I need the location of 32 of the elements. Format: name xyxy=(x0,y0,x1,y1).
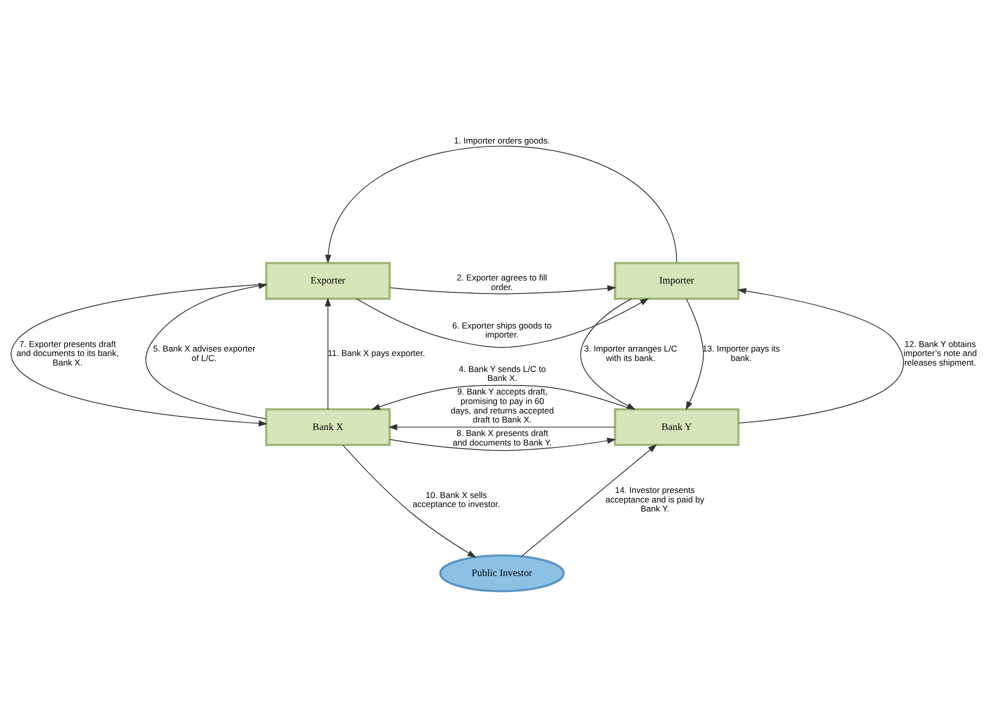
edge-label: 9. Bank Y accepts draft, promising to pay in 60 days, and returns accepted draft to Bank X. xyxy=(450,386,554,424)
arrow xyxy=(145,282,268,419)
arrow xyxy=(389,437,616,450)
edge-label: 5. Bank X advises exporter of L/C. xyxy=(153,343,256,362)
edge-label: 1. Importer orders goods. xyxy=(454,135,550,146)
node-box: Exporter xyxy=(265,262,391,300)
arrow xyxy=(737,287,904,424)
edge-label: 4. Bank Y sends L/C to Bank X. xyxy=(458,363,546,383)
edge-label: 7. Exporter presents draft and documents to its bank, Bank X. xyxy=(16,338,119,367)
arrow xyxy=(521,444,657,556)
edge-label: 6. Exporter ships goods to importer. xyxy=(452,320,552,340)
arrow xyxy=(356,298,649,348)
node-box: Importer xyxy=(614,262,740,300)
edge-label: 10. Bank X sells acceptance to investor. xyxy=(412,489,500,509)
arrow xyxy=(342,444,476,558)
edge-label: 2. Exporter agrees to fill order. xyxy=(456,272,548,292)
arrow xyxy=(580,298,636,410)
edge-label: 14. Investor presents acceptance and is paid by Bank Y. xyxy=(606,484,704,514)
arrow xyxy=(325,145,678,264)
node-box: Bank X xyxy=(265,408,391,446)
edge-label: 3. Importer arranges L/C with its bank. xyxy=(584,343,678,362)
edge-label: 13. Importer pays its bank. xyxy=(702,343,780,362)
node-ellipse: Public Investor xyxy=(439,554,565,592)
arrow xyxy=(371,384,633,410)
node-box: Bank Y xyxy=(614,408,740,446)
arrow xyxy=(390,284,616,294)
edge-label: 12. Bank Y obtains importer’s note and releases shipment. xyxy=(904,338,977,367)
arrow xyxy=(10,283,268,426)
arrow xyxy=(388,424,616,430)
arrow xyxy=(686,298,704,410)
arrow xyxy=(324,297,332,410)
edge-label: 8. Bank X presents draft and documents to Bank Y. xyxy=(452,428,552,447)
